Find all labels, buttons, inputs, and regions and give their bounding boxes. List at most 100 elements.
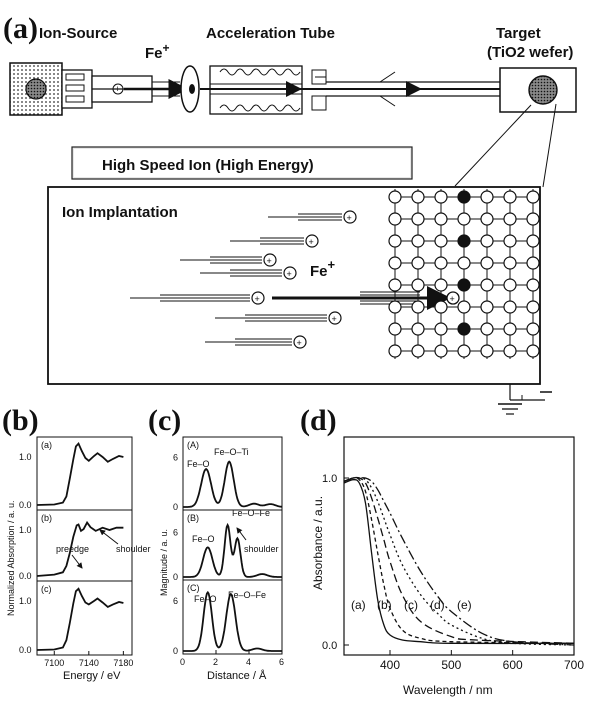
uvvis-xtick-label: 500 bbox=[441, 658, 461, 672]
ion-circle bbox=[263, 253, 277, 267]
panel-d: (d) Absorbance / a.u. Wavelength / nm 40… bbox=[300, 404, 584, 697]
ion-circle bbox=[283, 266, 297, 280]
banner-text: High Speed Ion (High Energy) bbox=[102, 157, 314, 174]
lattice-atom bbox=[411, 256, 425, 270]
fe-atom bbox=[457, 190, 471, 204]
exafs-spectrum bbox=[183, 522, 282, 578]
ion-circle bbox=[328, 311, 342, 325]
lattice-atom bbox=[457, 344, 471, 358]
ion-plus-sign: + bbox=[267, 256, 272, 266]
lattice-atom bbox=[526, 344, 540, 358]
ion-plus-sign: + bbox=[332, 314, 337, 324]
ion-plus-sign: + bbox=[287, 269, 292, 279]
panel-b-ylabel: Normalized Absorption / a. u. bbox=[6, 500, 16, 616]
exafs-ytick-label: 6 bbox=[173, 453, 178, 463]
uvvis-series-label: (d) bbox=[430, 598, 445, 612]
implantation-label: Ion Implantation bbox=[62, 204, 178, 221]
beam-line bbox=[300, 71, 522, 107]
xanes-ytick-label: 1.0 bbox=[19, 525, 32, 535]
xanes-ytick-label: 0.0 bbox=[19, 645, 32, 655]
fe-atom bbox=[457, 234, 471, 248]
lattice-atom bbox=[503, 256, 517, 270]
lattice-atom bbox=[503, 344, 517, 358]
lattice-atom bbox=[411, 234, 425, 248]
acceleration-tube bbox=[200, 65, 327, 115]
target-title: Target bbox=[496, 25, 541, 42]
xanes-spectrum bbox=[36, 520, 124, 577]
exafs-ytick-label: 6 bbox=[173, 528, 178, 538]
lattice-atom bbox=[434, 190, 448, 204]
ion-circle bbox=[343, 210, 357, 224]
fe-ion-label-2: Fe+ bbox=[310, 257, 336, 280]
lattice-atom bbox=[388, 300, 402, 314]
target-material-label: (TiO2 wefer) bbox=[487, 44, 573, 61]
panel-a: (a) Ion-Source Acceleration Tube Target … bbox=[3, 12, 577, 415]
uvvis-ytick-label: 1.0 bbox=[322, 473, 337, 485]
lattice-atom bbox=[411, 212, 425, 226]
xanes-subpanel-tag: (c) bbox=[41, 584, 52, 594]
exafs-peak1-label: Fe–O bbox=[192, 534, 215, 544]
lattice-atom bbox=[434, 278, 448, 292]
panel-c: (c) Magnitude / a. u. Distance / Å (A)06… bbox=[148, 404, 284, 682]
lattice-atom bbox=[503, 278, 517, 292]
crystal-lattice: + bbox=[388, 189, 540, 359]
lattice-atom bbox=[503, 190, 517, 204]
exafs-peak2-label: Fe–O–Fe bbox=[228, 590, 266, 600]
exafs-xtick-label: 0 bbox=[180, 657, 185, 667]
lattice-atom bbox=[503, 234, 517, 248]
panel-d-ylabel: Absorbance / a.u. bbox=[311, 496, 325, 590]
panel-d-xlabel: Wavelength / nm bbox=[403, 683, 493, 697]
uvvis-xtick-label: 700 bbox=[564, 658, 584, 672]
ion-source-apparatus: + bbox=[9, 62, 189, 116]
exafs-subpanel-tag: (A) bbox=[187, 440, 199, 450]
lattice-atom bbox=[388, 212, 402, 226]
lattice-atom bbox=[411, 300, 425, 314]
ground-symbol bbox=[498, 384, 552, 415]
ion-circle bbox=[293, 335, 307, 349]
panel-d-label: (d) bbox=[300, 404, 337, 437]
lattice-atom bbox=[434, 256, 448, 270]
acceleration-tube-label: Acceleration Tube bbox=[206, 25, 335, 42]
lattice-atom bbox=[526, 300, 540, 314]
ion-source-label: Ion-Source bbox=[39, 25, 117, 42]
exafs-subpanel-tag: (B) bbox=[187, 513, 199, 523]
ion-circle bbox=[251, 291, 265, 305]
xanes-ytick-label: 1.0 bbox=[19, 452, 32, 462]
xanes-frame bbox=[36, 580, 133, 656]
panel-c-xlabel: Distance / Å bbox=[207, 669, 267, 682]
lattice-atom bbox=[388, 278, 402, 292]
preedge-annotation: preedge bbox=[56, 544, 89, 554]
fe-atom bbox=[457, 322, 471, 336]
shoulder-annotation-b: shoulder bbox=[116, 544, 151, 554]
lattice-atom bbox=[411, 322, 425, 336]
uvvis-series-line bbox=[343, 477, 575, 646]
xanes-spectrum bbox=[36, 441, 124, 506]
exafs-ytick-label: 0 bbox=[173, 646, 178, 656]
lattice-atom bbox=[480, 278, 494, 292]
lattice-atom bbox=[457, 300, 471, 314]
lattice-atom bbox=[480, 322, 494, 336]
lattice-atom bbox=[434, 300, 448, 314]
ion-plus-sign: + bbox=[347, 213, 352, 223]
lattice-atom bbox=[503, 212, 517, 226]
uvvis-series-line bbox=[343, 477, 575, 644]
fe-atom bbox=[457, 278, 471, 292]
uvvis-xtick-label: 400 bbox=[380, 658, 400, 672]
lattice-atom bbox=[434, 212, 448, 226]
panel-b-xlabel: Energy / eV bbox=[63, 670, 121, 682]
lattice-atom bbox=[388, 322, 402, 336]
panel-a-label: (a) bbox=[3, 12, 38, 45]
uvvis-xtick-label: 600 bbox=[503, 658, 523, 672]
exafs-peak1-label: Fe–O bbox=[194, 594, 217, 604]
exafs-xtick-label: 6 bbox=[279, 657, 284, 667]
high-speed-ion-banner: High Speed Ion (High Energy) bbox=[71, 146, 413, 180]
lattice-atom bbox=[388, 344, 402, 358]
ion-plus-sign: + bbox=[297, 338, 302, 348]
xanes-xtick-label: 7180 bbox=[113, 658, 133, 668]
ion-circle bbox=[305, 234, 319, 248]
target-chamber bbox=[454, 67, 577, 188]
lattice-atom bbox=[434, 322, 448, 336]
